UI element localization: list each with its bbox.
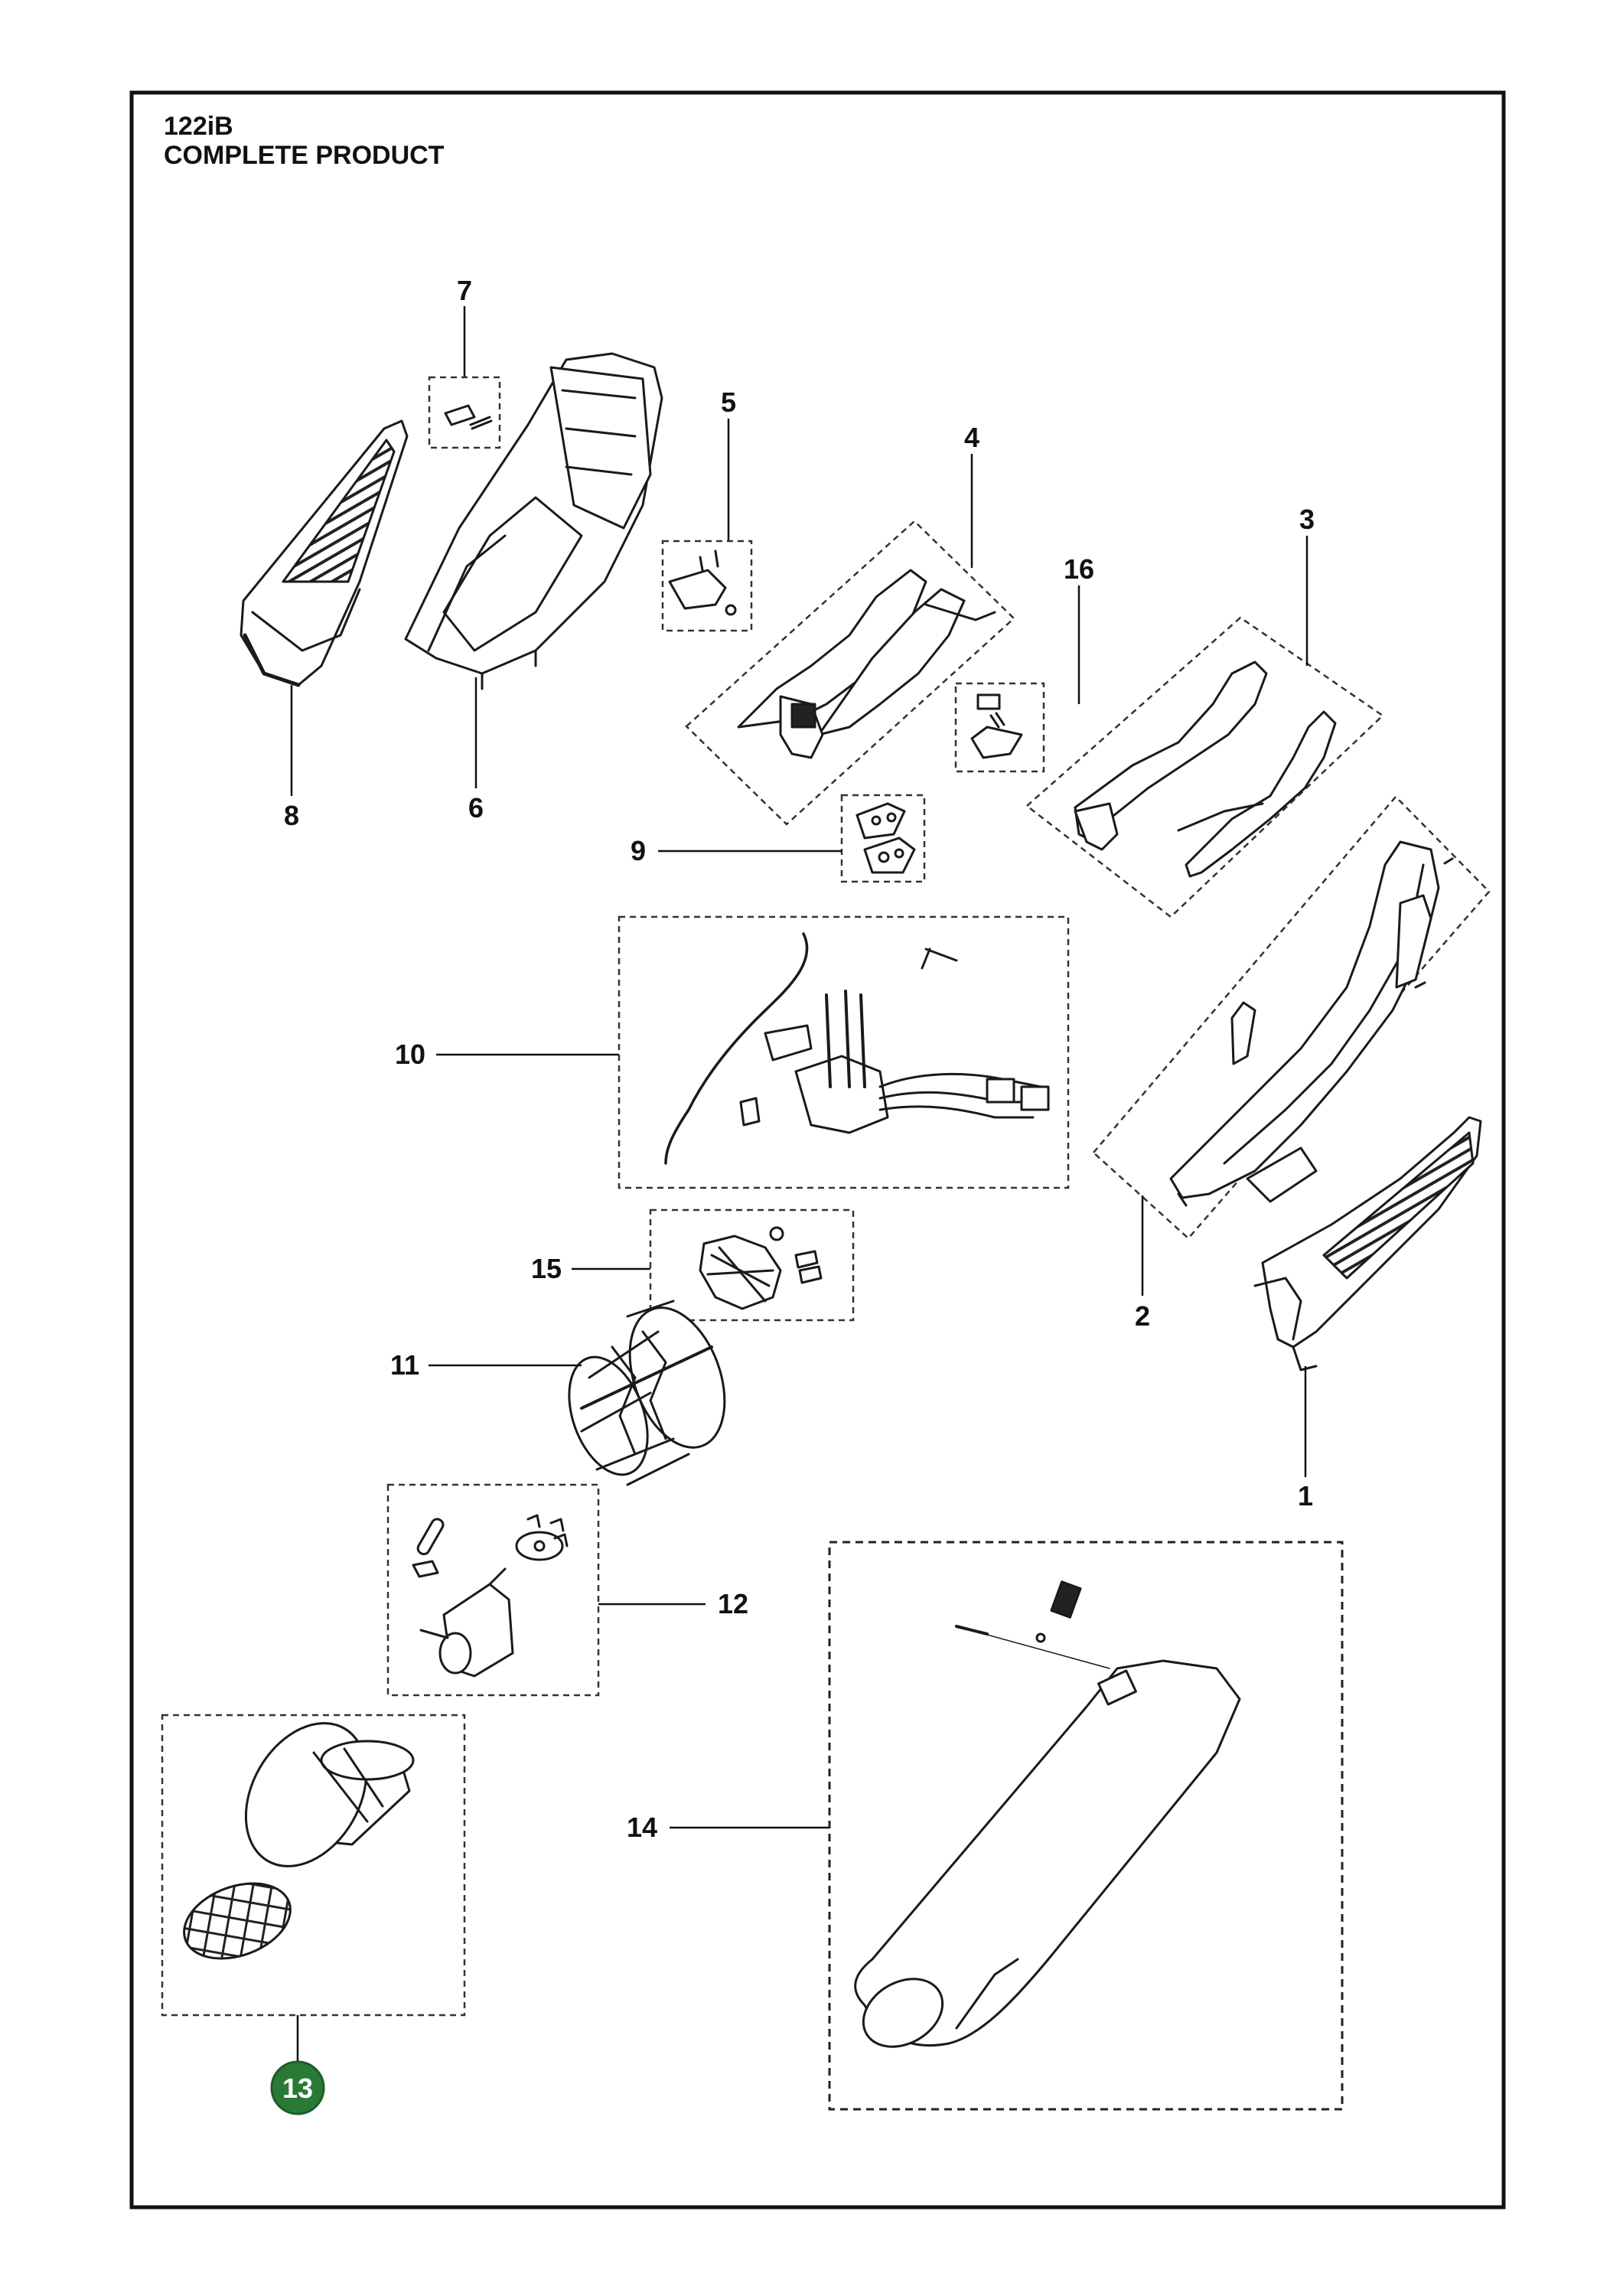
- switch-plate-part: [855, 802, 916, 874]
- right-housing-part: [1169, 840, 1454, 1207]
- callout-label-14: 14: [627, 1812, 657, 1843]
- main-housing-frame-part: [404, 352, 663, 690]
- callout-label-2: 2: [1135, 1300, 1150, 1332]
- kit-box-4: [685, 520, 1015, 826]
- callout-label-13: 13: [282, 2073, 313, 2104]
- callout-label-7: 7: [457, 275, 472, 306]
- callout-label-6: 6: [468, 792, 484, 823]
- callout-13-highlight[interactable]: 13: [270, 2060, 325, 2115]
- callout-label-3: 3: [1299, 504, 1315, 535]
- kit-box-15: [649, 1208, 855, 1322]
- callout-label-4: 4: [964, 422, 979, 453]
- kit-box-3: [1025, 616, 1384, 918]
- model-name: 122iB: [164, 112, 233, 141]
- wiring-harness-part: [664, 932, 1050, 1165]
- callout-label-15: 15: [531, 1253, 562, 1284]
- left-housing-trigger-part: [737, 569, 996, 759]
- callout-label-10: 10: [395, 1039, 425, 1070]
- air-intake-filter-part: [183, 1722, 415, 1960]
- callout-label-12: 12: [718, 1588, 748, 1619]
- lock-button-part: [970, 693, 1023, 759]
- fan-impeller-part: [699, 1226, 823, 1310]
- kit-box-16: [954, 682, 1045, 773]
- callout-label-9: 9: [631, 835, 646, 866]
- kit-box-5: [661, 540, 753, 632]
- page-border: [129, 90, 1506, 2210]
- rear-grille-cover-part: [240, 419, 409, 687]
- callout-label-8: 8: [284, 800, 299, 831]
- kit-box-12: [386, 1483, 600, 1697]
- blower-nozzle-part: [854, 1580, 1241, 2048]
- diagram-subtitle: COMPLETE PRODUCT: [164, 141, 445, 170]
- highlight-badge: [270, 2060, 325, 2115]
- handle-grip-part: [1074, 660, 1337, 878]
- latch-part: [444, 404, 493, 430]
- callout-label-1: 1: [1298, 1480, 1313, 1512]
- callout-label-11: 11: [390, 1349, 419, 1381]
- kit-box-13: [161, 1714, 466, 2017]
- callout-label-5: 5: [721, 386, 736, 418]
- fan-housing-cage-part: [568, 1300, 726, 1486]
- diagram-header: 122iB COMPLETE PRODUCT: [164, 112, 444, 170]
- kit-box-9: [840, 794, 926, 883]
- bracket-part: [668, 550, 737, 616]
- kit-box-2: [1092, 795, 1491, 1240]
- kit-box-14: [828, 1541, 1344, 2111]
- callout-label-16: 16: [1064, 553, 1094, 585]
- kit-box-7: [428, 376, 501, 449]
- kit-box-10: [618, 915, 1070, 1189]
- motor-part: [412, 1514, 569, 1678]
- tube-handle-cover-part: [1253, 1116, 1482, 1371]
